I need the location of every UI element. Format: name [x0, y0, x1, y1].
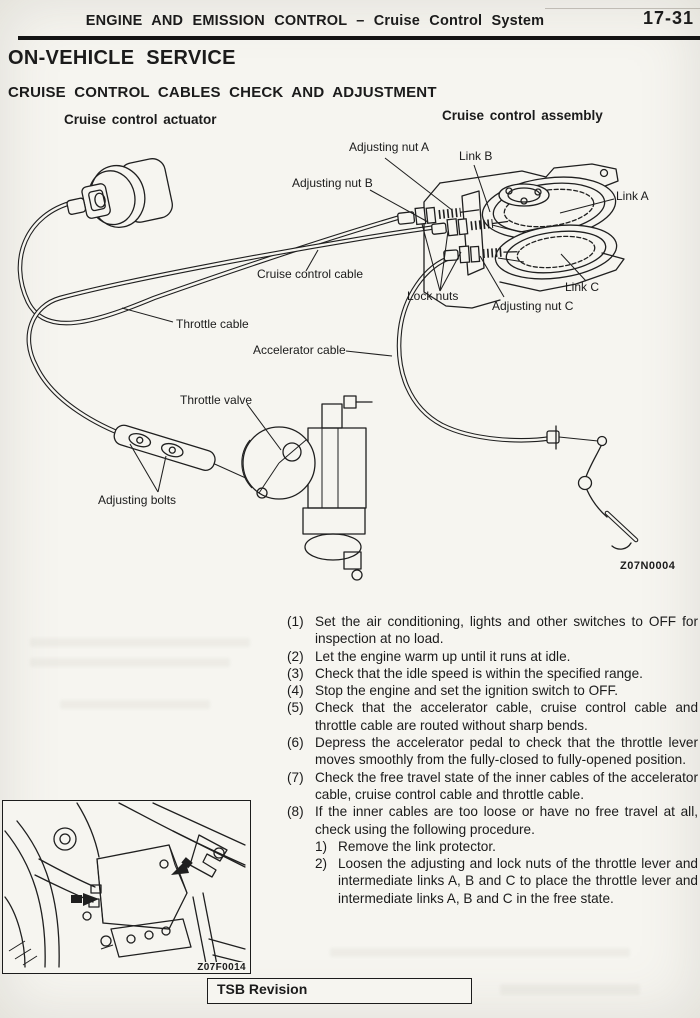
list-item: (3) Check that the idle speed is within t…: [287, 665, 698, 682]
callout-arrow-icon: [171, 857, 193, 875]
scan-bleed-artifact: [330, 948, 630, 957]
list-item: (1) Set the air conditioning, lights and …: [287, 613, 698, 648]
list-item: (8) If the inner cables are too loose or …: [287, 803, 698, 838]
leader-lines: [121, 157, 615, 493]
label-throttle-valve: Throttle valve: [180, 393, 253, 407]
throttle-body-drawing: [241, 395, 373, 581]
list-subitem: 2) Loosen the adjusting and lock nuts of …: [287, 855, 698, 907]
tsb-revision-box: TSB Revision: [207, 978, 472, 1004]
item-number: (6): [287, 735, 304, 751]
label-link-b: Link B: [459, 149, 493, 163]
label-lock-nuts: Lock nuts: [407, 289, 459, 303]
item-number: (7): [287, 769, 304, 785]
section-title: ON-VEHICLE SERVICE: [8, 47, 236, 69]
item-number: 2): [315, 856, 328, 872]
subsection-title: CRUISE CONTROL CABLES CHECK AND ADJUSTME…: [8, 84, 437, 101]
cruise-control-diagram: [17, 157, 639, 581]
item-text: Stop the engine and set the ignition swi…: [315, 683, 619, 699]
label-adjusting-nut-a: Adjusting nut A: [349, 140, 430, 154]
label-adjusting-nut-b: Adjusting nut B: [292, 176, 373, 190]
cruise-control-assembly-drawing: [423, 163, 625, 309]
inset-figure: Z07F0014: [2, 800, 251, 974]
label-adjusting-nut-c: Adjusting nut C: [492, 299, 574, 313]
scan-bleed-artifact: [500, 984, 640, 995]
item-text: Set the air conditioning, lights and oth…: [315, 614, 698, 647]
callout-arrow-icon: [71, 893, 99, 906]
item-number: (3): [287, 665, 304, 681]
item-text: If the inner cables are too loose or hav…: [315, 804, 698, 837]
figure-id-main: Z07N0004: [620, 560, 676, 572]
item-text: Remove the link protector.: [338, 838, 496, 854]
list-item: (2) Let the engine warm up until it runs …: [287, 648, 698, 665]
list-subitem: 1) Remove the link protector.: [287, 838, 698, 855]
item-text: Check that the idle speed is within the …: [315, 665, 643, 681]
label-link-c: Link C: [565, 280, 600, 294]
item-text: Check that the accelerator cable, cruise…: [315, 700, 698, 733]
scan-bleed-artifact: [30, 658, 230, 667]
label-throttle-cable: Throttle cable: [176, 317, 249, 331]
item-number: (2): [287, 648, 304, 664]
engine-bay-sketch: [4, 802, 246, 970]
tsb-revision-label: TSB Revision: [217, 981, 308, 997]
item-text: Let the engine warm up until it runs at …: [315, 648, 571, 664]
header-rule: [18, 36, 700, 40]
item-number: (1): [287, 614, 304, 629]
running-header: ENGINE AND EMISSION CONTROL – Cruise Con…: [85, 13, 545, 29]
page-number: 17-31: [642, 8, 694, 28]
label-accelerator-cable: Accelerator cable: [253, 343, 346, 357]
figure-id-inset: Z07F0014: [195, 962, 248, 973]
scan-edge-line: [545, 8, 700, 9]
list-item: (6) Depress the accelerator pedal to chec…: [287, 734, 698, 769]
scan-bleed-artifact: [60, 700, 210, 709]
list-item: (7) Check the free travel state of the in…: [287, 769, 698, 804]
cable-end-fittings-drawing: [397, 206, 518, 264]
scan-bleed-artifact: [30, 638, 250, 647]
adjusting-bracket-drawing: [113, 424, 216, 471]
label-cruise-control-cable: Cruise control cable: [257, 267, 364, 281]
item-text: Depress the accelerator pedal to check t…: [315, 735, 698, 768]
item-number: 1): [315, 838, 328, 854]
item-number: (5): [287, 700, 304, 716]
item-text: Check the free travel state of the inner…: [315, 769, 698, 802]
assembly-figure-title: Cruise control assembly: [442, 108, 603, 123]
item-text: Loosen the adjusting and lock nuts of th…: [338, 856, 698, 906]
list-item: (4) Stop the engine and set the ignition …: [287, 682, 698, 699]
item-number: (4): [287, 683, 304, 699]
label-link-a: Link A: [616, 189, 649, 203]
list-item: (5) Check that the accelerator cable, cru…: [287, 699, 698, 734]
cruise-control-actuator-drawing: [66, 158, 173, 228]
accelerator-pedal-drawing: [546, 425, 639, 550]
item-number: (8): [287, 804, 304, 820]
label-adjusting-bolts: Adjusting bolts: [98, 493, 177, 507]
procedure-list: (1) Set the air conditioning, lights and …: [287, 613, 698, 907]
actuator-figure-title: Cruise control actuator: [64, 112, 217, 127]
